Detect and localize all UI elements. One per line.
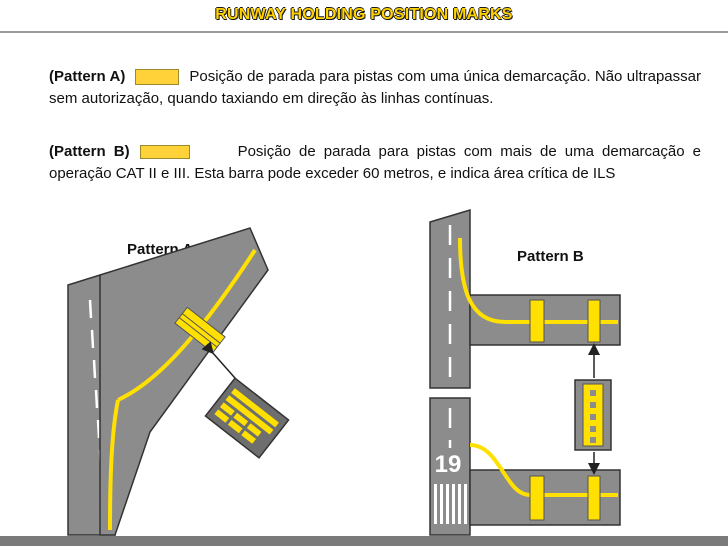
bottom-bar <box>0 536 728 546</box>
pattern-a-taxiway-centerline-2 <box>108 399 120 531</box>
pattern-b-description: Posição de parada para pistas com mais d… <box>49 143 701 182</box>
title-bar: RUNWAY HOLDING POSITION MARKS <box>0 0 728 33</box>
pattern-b-marking-detail-dots <box>590 390 596 443</box>
pattern-b-taxiway-lower <box>469 469 621 526</box>
pattern-b-paragraph: (Pattern B)Posição de parada para pistas… <box>49 141 701 185</box>
pattern-b-runway-number: 19 <box>435 451 462 478</box>
pattern-b-holding-mark-upper <box>529 299 601 343</box>
pattern-b-threshold-bars <box>434 484 467 524</box>
pattern-a-taxiway <box>99 227 269 536</box>
pattern-a-marking-detail <box>204 377 290 459</box>
pattern-a-diagram <box>67 227 290 536</box>
pattern-a-description: Posição de parada para pistas com uma ún… <box>49 68 701 107</box>
pattern-a-taxiway-centerline <box>117 248 257 402</box>
diagram-b-label: Pattern B <box>517 248 584 265</box>
pattern-b-marking-icon <box>139 145 190 160</box>
pattern-a-paragraph: (Pattern A)Posição de parada para pistas… <box>49 66 701 110</box>
pattern-b-holding-mark-lower <box>529 475 601 521</box>
pattern-b-diagram: 19 <box>429 208 621 536</box>
page-title: RUNWAY HOLDING POSITION MARKS <box>215 6 513 23</box>
pattern-b-label: (Pattern B) <box>49 143 130 160</box>
pattern-b-taxiway-lower-centerline <box>469 443 618 497</box>
pattern-b-taxiway-upper-centerline <box>458 237 618 324</box>
pattern-a-marking-icon <box>135 69 180 86</box>
pattern-a-label: (Pattern A) <box>49 68 126 85</box>
